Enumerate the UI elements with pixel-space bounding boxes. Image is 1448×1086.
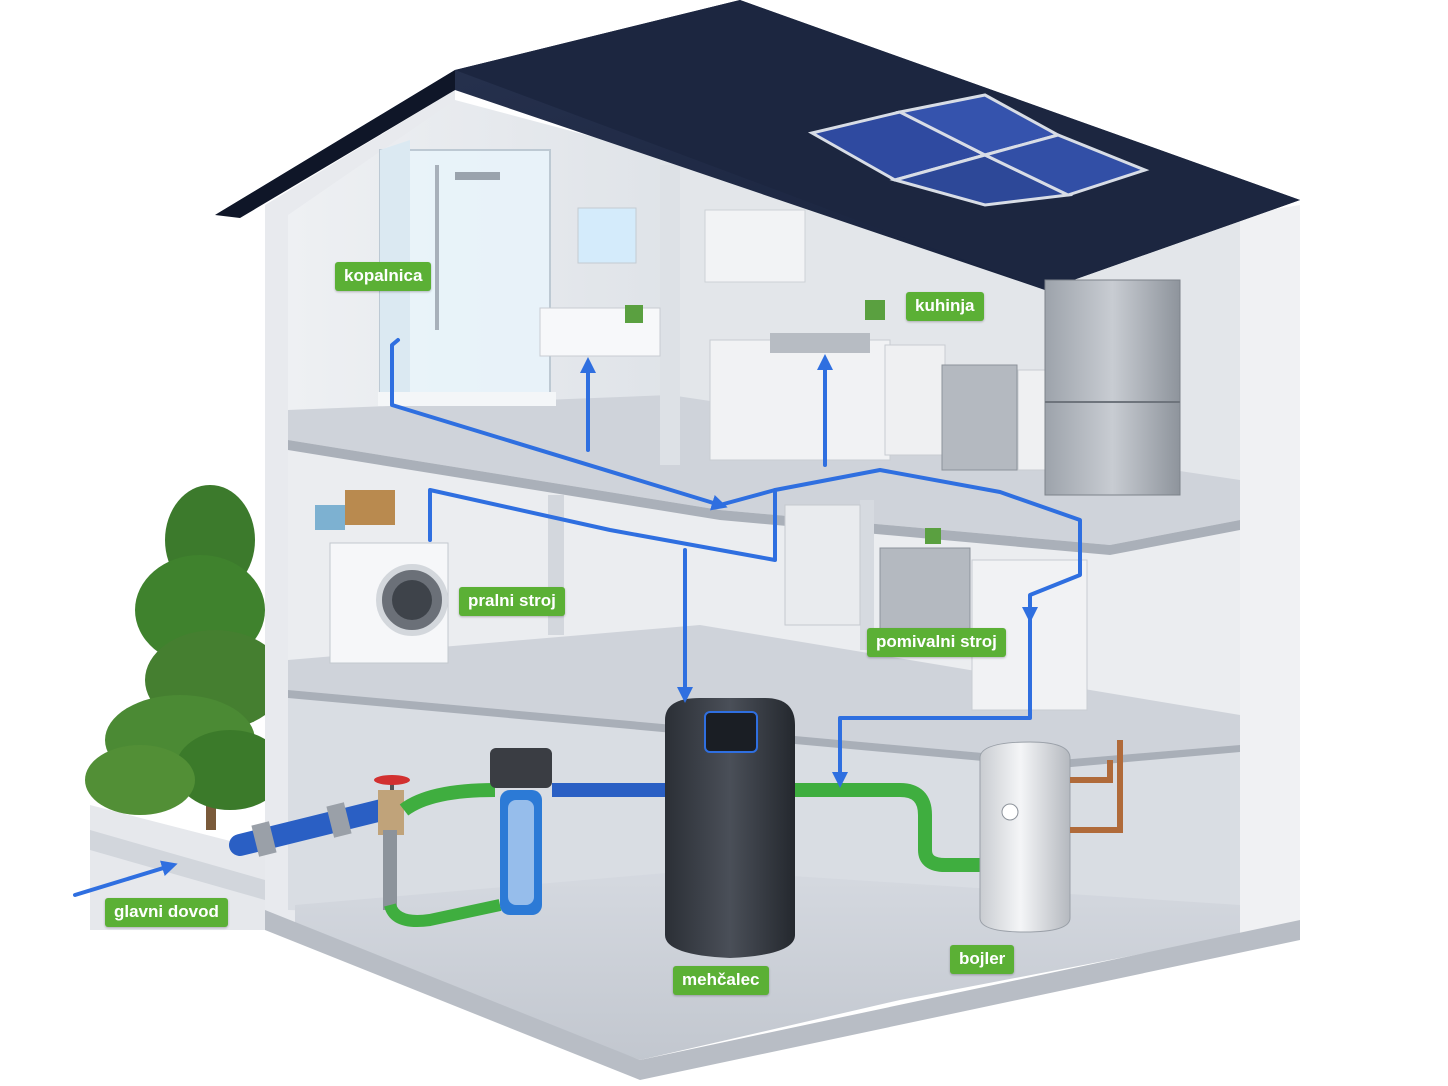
water-boiler bbox=[979, 741, 1071, 933]
tree bbox=[85, 485, 285, 830]
flow-upper-branch bbox=[718, 468, 1082, 623]
fridge bbox=[1044, 279, 1181, 496]
filter-head bbox=[490, 748, 552, 788]
label-main-supply: glavni dovod bbox=[105, 898, 228, 927]
label-washing-machine: pralni stroj bbox=[459, 587, 565, 616]
boiler-gauge-icon bbox=[1001, 803, 1019, 821]
water-softener bbox=[665, 698, 795, 958]
flow-bathroom-shower bbox=[390, 338, 728, 511]
basement-equipment bbox=[229, 698, 1123, 958]
roof bbox=[215, 0, 1300, 290]
valve bbox=[378, 790, 404, 835]
valve-handle-icon bbox=[374, 775, 410, 785]
label-boiler: bojler bbox=[950, 945, 1015, 974]
water-flow-lines bbox=[73, 338, 1082, 897]
label-bathroom: kopalnica bbox=[335, 262, 432, 291]
flow-down-to-boiler bbox=[832, 618, 1032, 788]
flow-main-supply bbox=[73, 860, 178, 897]
kitchen-dishwasher bbox=[941, 364, 1018, 471]
shower-head-icon bbox=[455, 172, 500, 180]
solar-panels bbox=[807, 93, 1150, 207]
softener-display bbox=[704, 711, 758, 753]
label-dishwasher: pomivalni stroj bbox=[867, 628, 1006, 657]
laundry-room bbox=[315, 490, 449, 664]
label-kitchen: kuhinja bbox=[906, 292, 984, 321]
kitchen bbox=[704, 209, 1181, 496]
flow-laundry-branch bbox=[428, 488, 777, 562]
label-softener: mehčalec bbox=[673, 966, 769, 995]
